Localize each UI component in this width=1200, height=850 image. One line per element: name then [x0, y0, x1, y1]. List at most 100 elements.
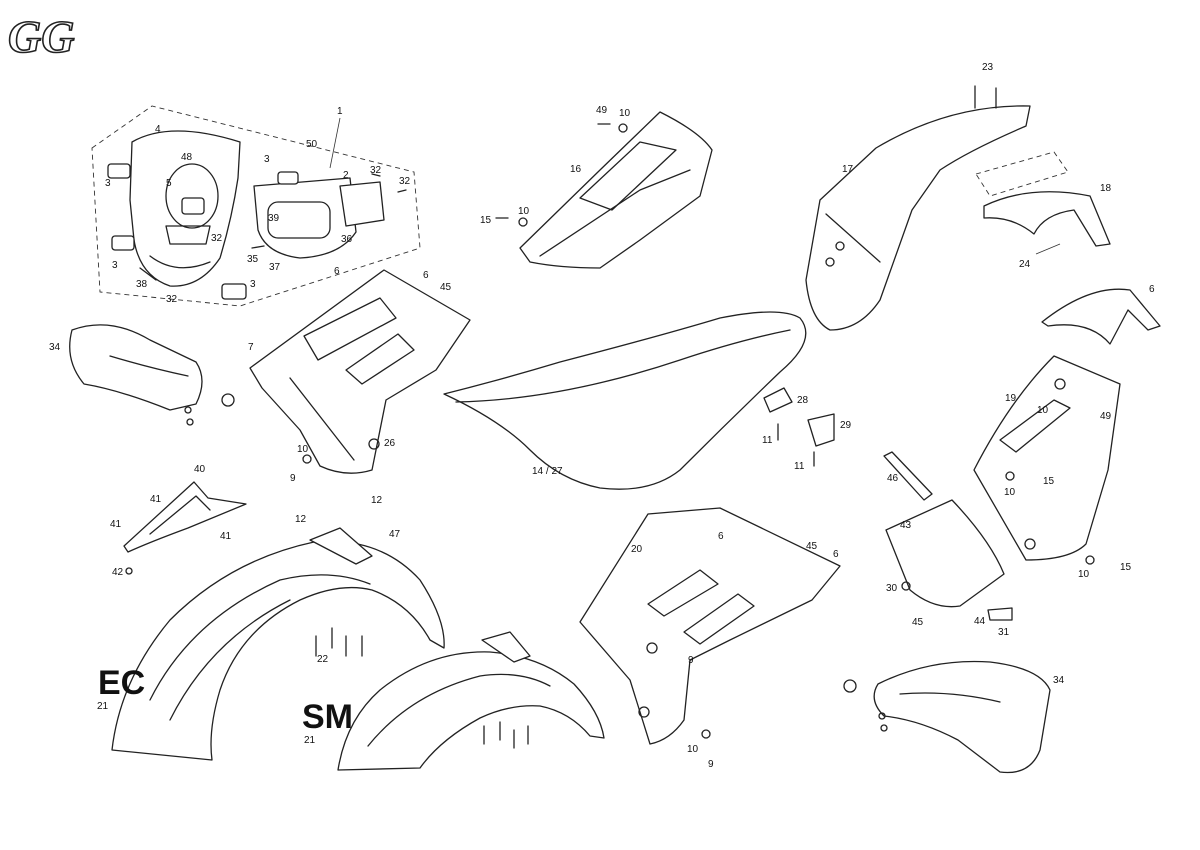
- callout-10: 10: [518, 206, 530, 217]
- callout-24: 24: [1019, 259, 1031, 270]
- scoop-right-hole-2: [638, 706, 650, 718]
- callout-32: 32: [166, 294, 178, 305]
- callout-40: 40: [194, 464, 206, 475]
- grommet-left-bottom: [111, 235, 135, 251]
- rear-fender-assembly: [805, 85, 1111, 331]
- headlight-reflector: [339, 181, 385, 227]
- callout-3: 3: [112, 260, 118, 271]
- radiator-scoop-20: [579, 507, 841, 745]
- callout-10: 10: [297, 444, 309, 455]
- frame-guard-40: [123, 481, 247, 575]
- scoop-washer-26: [368, 438, 380, 450]
- radiator-scoop-body: [249, 269, 471, 474]
- callout-32: 32: [211, 233, 223, 244]
- callout-46: 46: [887, 473, 899, 484]
- callout-3: 3: [250, 279, 256, 290]
- front-fender-sm-body: [337, 651, 605, 771]
- handguard-right-body: [873, 660, 1051, 774]
- callout-16: 16: [570, 164, 582, 175]
- radiator-scoop-right-body: [579, 507, 841, 745]
- small-rear-flap: [1041, 288, 1161, 345]
- callout-6: 6: [334, 266, 340, 277]
- callout-21: 21: [97, 701, 109, 712]
- radiator-scoop-7: [249, 269, 471, 474]
- handguard-left-nut-1: [184, 406, 192, 414]
- callout-6: 6: [718, 531, 724, 542]
- side-panel-body: [519, 111, 713, 269]
- screw-32-right: [397, 189, 407, 193]
- side-panel-19: [973, 355, 1121, 565]
- nut-42: [125, 567, 133, 575]
- brand-logo: GG: [8, 11, 74, 62]
- callout-1: 1: [337, 106, 343, 117]
- scoop-right-vent-lower: [683, 593, 755, 645]
- rear-fender-hole-2: [825, 257, 835, 267]
- callout-12: 12: [371, 495, 383, 506]
- callout-34: 34: [1053, 675, 1065, 686]
- callout-6: 6: [423, 270, 429, 281]
- callout-9: 9: [290, 473, 296, 484]
- grommet-housing: [277, 171, 299, 185]
- callout-6: 6: [833, 549, 839, 560]
- rear-fender: [805, 105, 1031, 331]
- fender-ec-mount-47: [309, 527, 373, 565]
- callout-49: 49: [596, 105, 608, 116]
- callout-22: 22: [317, 654, 329, 665]
- callout-9: 9: [688, 655, 694, 666]
- handguard-right-clamp: [843, 679, 857, 693]
- front-fender-sm: [337, 631, 605, 771]
- callout-labels: 1 2 3 3 3 3 4 5 6 6 6 6 6 7 9 9 9 10 10 …: [49, 62, 1155, 770]
- grommet-30: [901, 581, 911, 591]
- rear-fender-hole-1: [835, 241, 845, 251]
- bracket-31: [987, 607, 1013, 621]
- callout-3: 3: [105, 178, 111, 189]
- handguard-left-body: [69, 324, 203, 411]
- callout-9: 9: [708, 759, 714, 770]
- label-ec: EC: [98, 664, 145, 702]
- side-panel-16: [495, 111, 713, 269]
- callout-37: 37: [269, 262, 281, 273]
- callout-10: 10: [1004, 487, 1016, 498]
- side-panel-right-hole: [1054, 378, 1066, 390]
- callout-11: 11: [762, 435, 773, 446]
- bulb-socket: [181, 197, 205, 215]
- callout-23: 23: [982, 62, 994, 73]
- seat-bracket-28: [763, 387, 793, 413]
- callout-10: 10: [687, 744, 699, 755]
- front-fender-ec-rib-1: [149, 574, 371, 701]
- washer-10-bottom: [1085, 555, 1095, 565]
- front-fender-ec-rib-2: [169, 599, 291, 721]
- scoop-ridge: [289, 377, 355, 461]
- side-panel-vent: [579, 141, 677, 211]
- callout-32: 32: [370, 165, 382, 176]
- callout-45: 45: [806, 541, 818, 552]
- callout-41: 41: [150, 494, 162, 505]
- callout-38: 38: [136, 279, 148, 290]
- leader-24: [1035, 243, 1061, 255]
- callout-12: 12: [295, 514, 307, 525]
- strap-46: [883, 451, 933, 501]
- scoop-right-washer-10: [701, 729, 711, 739]
- callout-26: 26: [384, 438, 396, 449]
- callout-15: 15: [480, 215, 492, 226]
- callout-10: 10: [619, 108, 631, 119]
- handguard-right-nut-1: [878, 712, 886, 720]
- screw-32-top: [371, 173, 381, 177]
- assembly-boundary: [91, 105, 421, 307]
- label-sm: SM: [302, 698, 353, 736]
- frame-guard-body: [123, 481, 247, 553]
- side-panel-right-vent: [999, 399, 1071, 453]
- grommet-left-top: [107, 163, 131, 179]
- callout-18: 18: [1100, 183, 1112, 194]
- handguard-right-rib: [899, 692, 1001, 703]
- callout-43: 43: [900, 520, 912, 531]
- callout-41: 41: [220, 531, 232, 542]
- handguard-left: [69, 324, 235, 426]
- callout-50: 50: [306, 139, 318, 150]
- lamp-bracket: [165, 225, 211, 245]
- callout-29: 29: [840, 420, 852, 431]
- callout-41: 41: [110, 519, 122, 530]
- callout-2: 2: [343, 170, 349, 181]
- callout-31: 31: [998, 627, 1010, 638]
